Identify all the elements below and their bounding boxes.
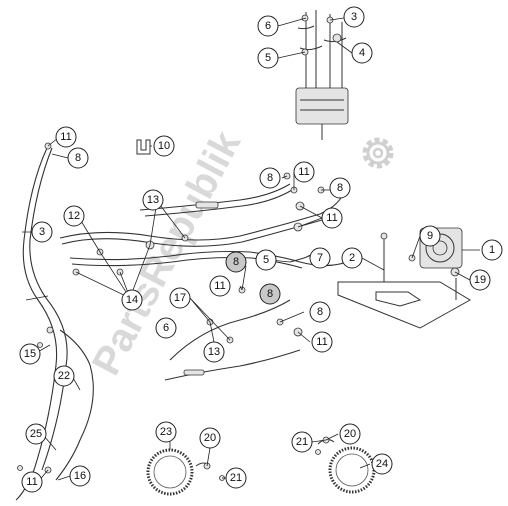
callout-19: 19 [469, 269, 491, 291]
callout-11-left: 11 [55, 126, 77, 148]
bracket-10 [136, 139, 151, 155]
callout-5-top: 5 [257, 47, 279, 69]
callout-17-label: 17 [174, 292, 186, 304]
callout-25: 25 [25, 423, 47, 445]
callout-5-mid-label: 5 [263, 254, 269, 266]
callout-14-label: 14 [126, 294, 138, 306]
callout-21-right: 21 [291, 431, 313, 453]
callout-20-left-label: 20 [204, 432, 216, 444]
gear-icon [362, 137, 394, 169]
callout-17: 17 [169, 287, 191, 309]
callout-11-left-label: 11 [60, 131, 71, 143]
callout-13-lower-label: 13 [208, 346, 220, 358]
left-brake-line [15, 142, 94, 501]
callout-13-upper-label: 13 [147, 194, 159, 206]
callout-4-label: 4 [359, 47, 365, 59]
callout-20-right-label: 20 [344, 428, 356, 440]
callout-8-right-label: 8 [337, 182, 343, 194]
callout-22: 22 [53, 365, 75, 387]
sensor-ring-23 [146, 448, 194, 496]
abs-control-unit [337, 227, 471, 329]
callout-20-right: 20 [339, 423, 361, 445]
callout-14: 14 [121, 289, 143, 311]
callout-3-top: 3 [343, 6, 365, 28]
callout-21-left-label: 21 [230, 472, 242, 484]
callout-4: 4 [351, 42, 373, 64]
callout-12-label: 12 [68, 210, 80, 222]
watermark-text: PartsRepublik [84, 123, 249, 382]
callout-6-mid-label: 6 [163, 322, 169, 334]
callout-11-upper-label: 11 [298, 166, 309, 178]
callout-21-left: 21 [225, 467, 247, 489]
callout-8-shaded-a-label: 8 [233, 256, 239, 268]
callout-1: 1 [481, 239, 503, 261]
callout-10: 10 [153, 135, 175, 157]
upper-valve-assembly [295, 10, 349, 140]
callout-11-mid: 11 [209, 275, 231, 297]
callout-9-label: 9 [427, 230, 433, 242]
callout-8-shaded-a: 8 [225, 251, 247, 273]
callout-9: 9 [419, 225, 441, 247]
callout-3-left: 3 [31, 221, 53, 243]
callout-23: 23 [155, 421, 177, 443]
callout-2: 2 [341, 247, 363, 269]
callout-13-lower: 13 [203, 341, 225, 363]
callout-3-left-label: 3 [39, 226, 45, 238]
callout-20-left: 20 [199, 427, 221, 449]
callout-7-label: 7 [317, 252, 323, 264]
callout-11-bottom-label: 11 [26, 476, 37, 488]
callout-22-label: 22 [58, 370, 70, 382]
callout-11-lower: 11 [311, 331, 333, 353]
callout-5-top-label: 5 [265, 52, 271, 64]
callout-8-shaded-b-label: 8 [267, 288, 273, 300]
callout-8-left-label: 8 [75, 152, 81, 164]
callout-8-left: 8 [67, 147, 89, 169]
callout-8-upper-label: 8 [267, 172, 273, 184]
callout-10-label: 10 [158, 140, 170, 152]
callout-11-upper: 11 [293, 161, 315, 183]
callout-24: 24 [371, 453, 393, 475]
callout-6-top: 6 [257, 15, 279, 37]
callout-21-right-label: 21 [296, 436, 308, 448]
sensor-ring-24 [328, 446, 376, 494]
callout-13-upper: 13 [142, 189, 164, 211]
callout-11-right-label: 11 [326, 212, 337, 224]
callout-3-top-label: 3 [351, 11, 357, 23]
callout-8-lower-label: 8 [317, 306, 323, 318]
callout-11-mid-label: 11 [214, 280, 225, 292]
callout-6-mid: 6 [155, 317, 177, 339]
callout-16: 16 [69, 465, 91, 487]
callout-25-label: 25 [30, 428, 42, 440]
callout-8-lower: 8 [309, 301, 331, 323]
callout-8-right: 8 [329, 177, 351, 199]
callout-16-label: 16 [74, 470, 86, 482]
callout-6-top-label: 6 [265, 20, 271, 32]
callout-8-shaded-b: 8 [259, 283, 281, 305]
callout-19-label: 19 [474, 274, 486, 286]
callout-8-upper: 8 [259, 167, 281, 189]
callout-15: 15 [19, 343, 41, 365]
callout-11-bottom: 11 [21, 471, 43, 493]
callout-7: 7 [309, 247, 331, 269]
callout-15-label: 15 [24, 348, 36, 360]
callout-1-label: 1 [489, 244, 495, 256]
callout-12: 12 [63, 205, 85, 227]
callout-5-mid: 5 [255, 249, 277, 271]
callout-11-lower-label: 11 [316, 336, 327, 348]
callout-2-label: 2 [349, 252, 355, 264]
callout-24-label: 24 [376, 458, 388, 470]
callout-23-label: 23 [160, 426, 172, 438]
callout-11-right: 11 [321, 207, 343, 229]
